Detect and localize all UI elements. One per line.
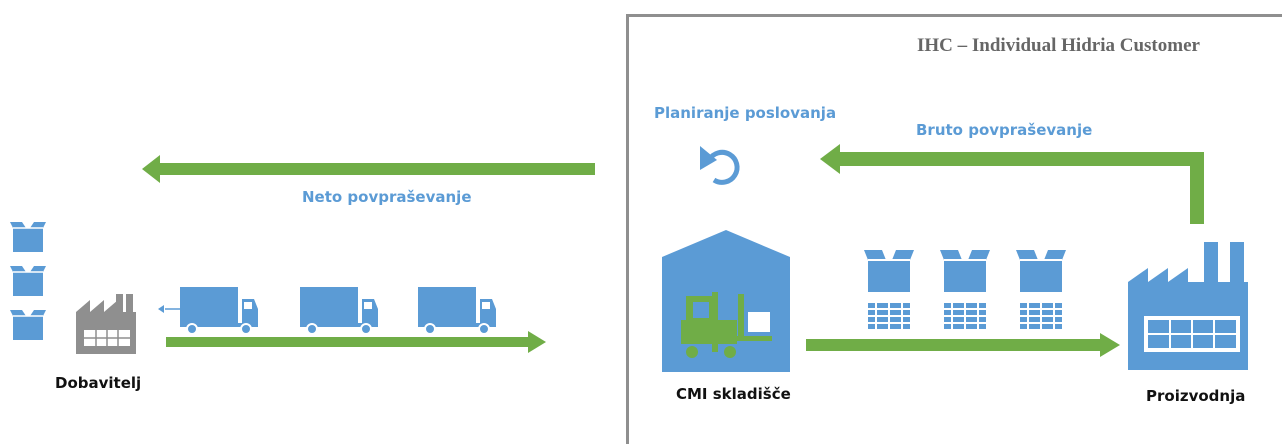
planning-label: Planiranje poslovanja (654, 104, 837, 122)
supplier-box-icon (9, 309, 47, 341)
warehouse-label: CMI skladišče (676, 385, 791, 403)
supply-arrow (806, 333, 1120, 357)
pallet-icon (1019, 302, 1063, 330)
supplier-box-icon (9, 221, 47, 253)
pallet-icon (943, 302, 987, 330)
package-icon (1015, 249, 1067, 293)
truck-icon (417, 286, 497, 335)
supplier-factory-icon (76, 294, 136, 354)
gross-demand-arrow (820, 144, 1204, 224)
ihc-boundary (626, 14, 1282, 444)
truck-icon (158, 286, 259, 335)
net-demand-label: Neto povpraševanje (302, 188, 472, 206)
pallet-icon (867, 302, 911, 330)
cycle-icon (700, 146, 740, 185)
supplier-box-icon (9, 265, 47, 297)
production-factory-icon (1128, 242, 1248, 370)
gross-demand-label: Bruto povpraševanje (916, 121, 1093, 139)
ihc-title: IHC – Individual Hidria Customer (917, 35, 1200, 56)
production-label: Proizvodnja (1146, 387, 1246, 405)
package-icon (863, 249, 915, 293)
supplier-label: Dobavitelj (55, 374, 142, 392)
delivery-arrow (166, 331, 546, 353)
warehouse-icon (662, 230, 790, 372)
truck-icon (299, 286, 379, 335)
net-demand-arrow (142, 155, 595, 183)
package-icon (939, 249, 991, 293)
